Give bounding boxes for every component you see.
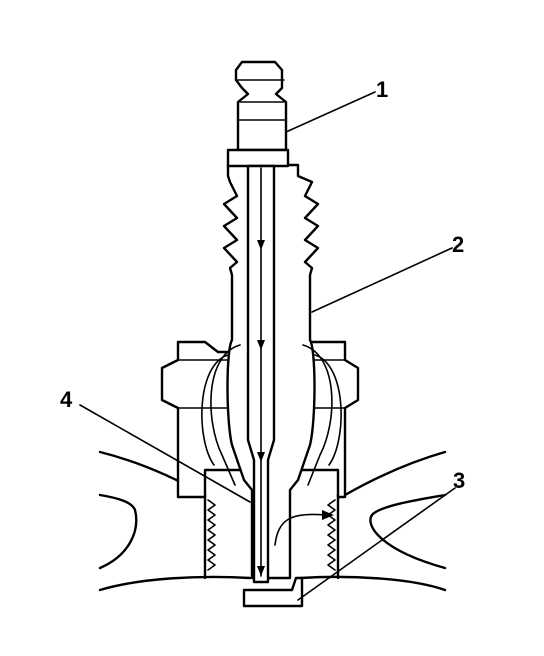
leader-lines	[79, 91, 456, 601]
center-electrode	[246, 164, 276, 584]
callout-4: 4	[60, 387, 73, 412]
terminal-top	[226, 60, 290, 168]
callout-3: 3	[453, 468, 465, 493]
thread-bore	[203, 493, 340, 580]
heat-flow-arrow	[274, 510, 334, 546]
callout-2: 2	[452, 232, 464, 257]
ground-electrode	[242, 576, 304, 608]
callout-1: 1	[376, 77, 388, 102]
